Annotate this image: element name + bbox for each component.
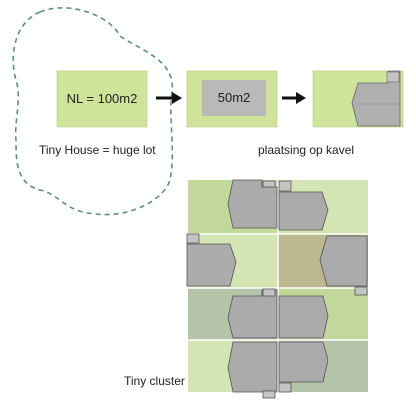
chimney: [262, 180, 276, 188]
caption-tiny-house: Tiny House = huge lot: [39, 143, 156, 157]
cluster-house: [227, 341, 278, 393]
cluster-house: [278, 341, 329, 383]
chimney: [262, 288, 276, 297]
cluster-house: [227, 179, 278, 229]
arrow-icon: [156, 92, 182, 104]
caption-cluster: Tiny cluster: [124, 374, 185, 388]
lot-boundary-outline: [12, 7, 174, 216]
lot-label: NL = 100m2: [66, 91, 138, 106]
chimney: [186, 233, 200, 244]
cluster-house: [186, 243, 237, 287]
cluster-house: [278, 295, 329, 339]
arrow-icon: [282, 92, 306, 104]
house-rect: [202, 80, 266, 116]
house-label: 50m2: [217, 90, 251, 105]
cluster-house: [278, 191, 329, 231]
chimney: [354, 286, 368, 296]
cluster-houses: [186, 179, 368, 399]
cluster-house: [319, 235, 368, 287]
caption-placement: plaatsing op kavel: [258, 143, 355, 157]
chimney: [278, 382, 292, 393]
placed-house-icon: [351, 70, 401, 127]
chimney: [262, 390, 276, 399]
cluster-house: [227, 289, 278, 339]
chimney: [278, 180, 292, 192]
lot-rect: [56, 70, 148, 128]
